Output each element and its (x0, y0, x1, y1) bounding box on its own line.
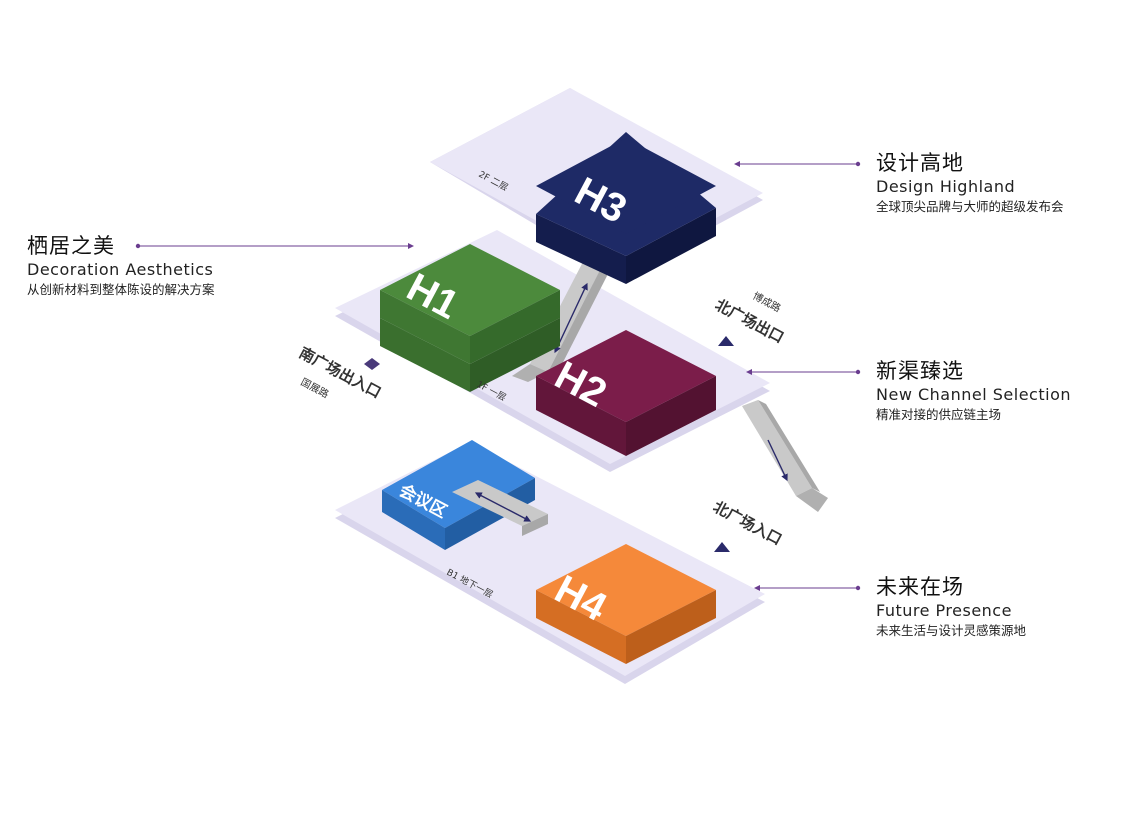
direction-arrow-icon (714, 542, 730, 552)
callout-description: 未来生活与设计灵感策源地 (876, 623, 1027, 638)
callout-title-zh: 未来在场 (876, 575, 964, 599)
callout-title-en: Decoration Aesthetics (27, 260, 214, 279)
leader-line-future (754, 585, 861, 591)
zone-h4[interactable]: H4 (536, 544, 716, 664)
callout-decoration: 栖居之美 Decoration Aesthetics 从创新材料到整体陈设的解决… (27, 233, 215, 299)
direction-arrow-icon (364, 358, 380, 370)
callout-design-highland: 设计高地 Design Highland 全球顶尖品牌与大师的超级发布会 (876, 150, 1064, 216)
entrance-north-entry: 北广场入口 (710, 498, 785, 552)
callout-title-zh: 设计高地 (876, 151, 964, 175)
leader-line-new-channel (746, 369, 861, 375)
callout-title-en: New Channel Selection (876, 385, 1071, 404)
zone-h2[interactable]: H2 (536, 330, 716, 456)
callout-description: 全球顶尖品牌与大师的超级发布会 (876, 199, 1064, 214)
callout-description: 从创新材料到整体陈设的解决方案 (27, 282, 215, 297)
entrance-north-exit: 博成路 北广场出口 (712, 289, 787, 347)
zone-h1[interactable]: H1 (380, 244, 560, 392)
callout-new-channel: 新渠臻选 New Channel Selection 精准对接的供应链主场 (876, 358, 1071, 424)
zone-h3[interactable]: H3 (536, 132, 716, 284)
callout-description: 精准对接的供应链主场 (876, 407, 1002, 422)
escalator-arrow (554, 282, 588, 354)
callout-title-en: Future Presence (876, 601, 1012, 620)
entrance-north-exit-road: 博成路 (751, 289, 784, 315)
leader-line-decoration (135, 243, 414, 249)
entrance-south-label: 南广场出入口 (296, 344, 384, 402)
callout-title-zh: 栖居之美 (27, 234, 115, 258)
entrance-north-entry-label: 北广场入口 (710, 498, 785, 549)
callout-future: 未来在场 Future Presence 未来生活与设计灵感策源地 (876, 574, 1026, 640)
direction-arrow-icon (718, 336, 734, 346)
callout-title-en: Design Highland (876, 177, 1016, 196)
escalator-arrow (767, 439, 788, 482)
escalator-1f-b1 (742, 400, 828, 512)
entrance-south-road: 国展路 (299, 375, 332, 401)
callout-title-zh: 新渠臻选 (876, 359, 964, 383)
platform-b1 (335, 442, 765, 684)
leader-line-design-highland (734, 161, 861, 167)
escalator-arrow (474, 492, 532, 522)
escalator-meeting (452, 480, 548, 536)
entrance-south: 南广场出入口 国展路 (296, 344, 384, 402)
